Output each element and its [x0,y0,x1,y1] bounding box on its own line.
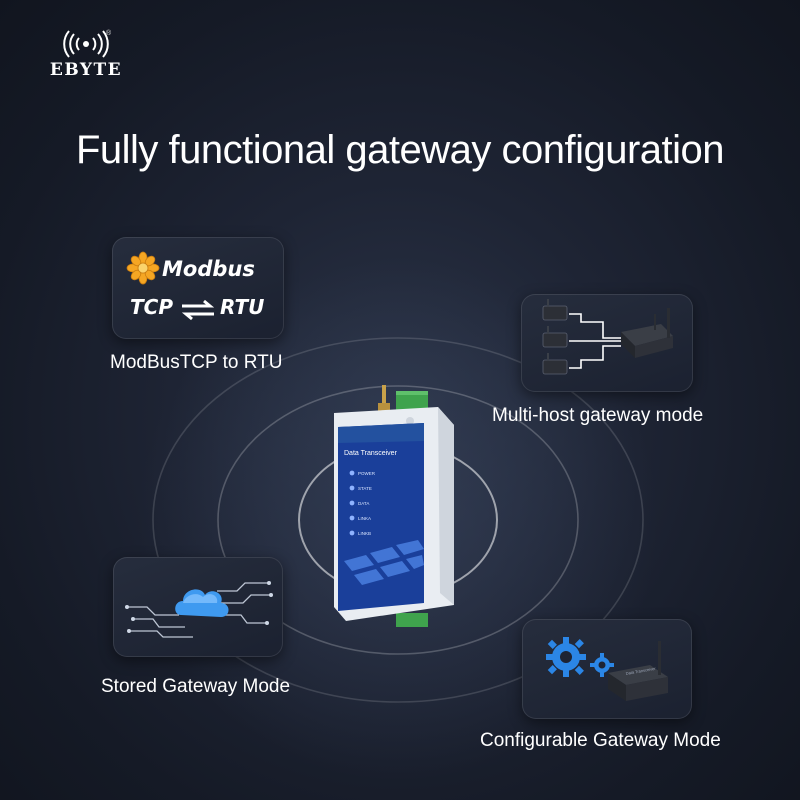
multi-host-network-icon [542,299,673,375]
device-panel-title: Data Transceiver [344,450,398,457]
wireless-signal-icon [63,30,109,58]
ebyte-logo: ® EBYTE [44,30,128,82]
mini-device-label: Data Transceiver [625,666,656,676]
indicator-linkb: LINKB [358,531,371,536]
rtu-label: RTU [220,295,265,319]
configurable-caption: Configurable Gateway Mode [480,730,721,751]
data-transceiver-device: Data Transceiver POWER STATE DATA LINKA … [334,385,454,627]
modbus-flower-icon [126,251,160,285]
indicator-state: STATE [358,486,372,491]
tcp-label: TCP [130,295,173,319]
stored-card [113,557,283,657]
brand-name: EBYTE [49,60,123,80]
modbus-caption: ModBusTCP to RTU [110,352,283,373]
indicator-power: POWER [358,471,376,476]
multi-host-caption: Multi-host gateway mode [492,405,704,426]
configurable-card: Data Transceiver [522,619,692,719]
multi-host-card [521,294,693,392]
bidirectional-arrow-icon [181,299,215,321]
modbus-card: Modbus TCP RTU [112,237,284,339]
gears-device-icon: Data Transceiver [546,637,668,701]
modbus-wordmark: Modbus [162,257,255,281]
registered-mark: ® [106,30,112,37]
indicator-data: DATA [358,501,369,506]
indicator-linka: LINKA [358,516,371,521]
page-title: Fully functional gateway configuration [75,128,725,172]
cloud-circuit-icon [125,581,273,638]
stored-caption: Stored Gateway Mode [101,676,291,697]
